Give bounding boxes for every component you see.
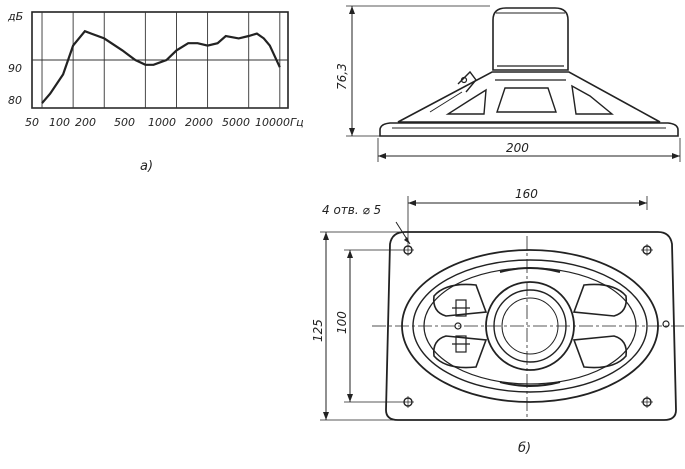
x-tick-100: 100 xyxy=(49,116,70,129)
x-tick-200: 200 xyxy=(75,116,96,129)
y-tick-80: 80 xyxy=(8,94,22,107)
dim-inner-height-label: 100 xyxy=(335,311,349,334)
surround-ring xyxy=(412,259,648,393)
x-tick-500: 500 xyxy=(114,116,135,129)
bottom-surround-mark xyxy=(499,381,561,387)
window-right-bottom xyxy=(572,335,628,369)
top-surround-mark xyxy=(499,267,561,273)
x-tick-1000: 1000 xyxy=(148,116,176,129)
x-tick-50: 50 xyxy=(25,116,39,129)
hole-crosshairs xyxy=(402,244,653,408)
y-tick-90: 90 xyxy=(8,62,22,75)
terminal-rivet xyxy=(460,76,468,84)
dim-holes-note: 4 отв. ⌀ 5 xyxy=(322,203,381,217)
basket-window-left xyxy=(445,88,487,115)
edge-rivet-right xyxy=(662,320,670,328)
dim-holes-span-label: 160 xyxy=(515,187,538,201)
dust-cap-circle xyxy=(501,297,559,355)
cone-inner-circle xyxy=(493,289,567,363)
mounting-flange xyxy=(379,122,679,137)
basket-frame xyxy=(397,71,661,123)
terminal-wire xyxy=(429,91,463,113)
response-curve xyxy=(41,29,281,104)
speaker-side-view: 76,3 200 xyxy=(335,5,681,162)
dim-height-label: 76,3 xyxy=(335,63,349,90)
frequency-response-chart: дБ 90 80 50 100 200 500 1000 2000 5000 1… xyxy=(7,10,304,174)
x-tick-5000: 5000 xyxy=(222,116,250,129)
x-axis-unit: Гц xyxy=(290,116,304,129)
panel-b-label: б) xyxy=(518,441,531,456)
window-left-top xyxy=(432,283,488,317)
x-tick-2000: 2000 xyxy=(185,116,213,129)
basket-window-right xyxy=(571,84,614,115)
front-plate xyxy=(385,231,677,421)
magnet-body xyxy=(492,7,569,71)
basket-window-center xyxy=(496,87,557,113)
speaker-front-view: 4 отв. ⌀ 5 160 125 100 б) xyxy=(311,187,684,456)
cone-outer-circle xyxy=(485,281,575,371)
chart-grid xyxy=(32,12,288,109)
window-right-top xyxy=(572,283,628,317)
dim-outer-height-label: 125 xyxy=(311,319,325,342)
panel-a-label: а) xyxy=(140,159,153,174)
center-rivet-left xyxy=(454,322,462,330)
window-left-bottom xyxy=(432,335,488,369)
dim-width-label: 200 xyxy=(506,141,529,155)
outer-gasket-ring xyxy=(401,249,659,403)
y-axis-label: дБ xyxy=(7,10,23,23)
hole-leader-arrow xyxy=(404,237,410,244)
x-tick-10000: 10000 xyxy=(255,116,290,129)
